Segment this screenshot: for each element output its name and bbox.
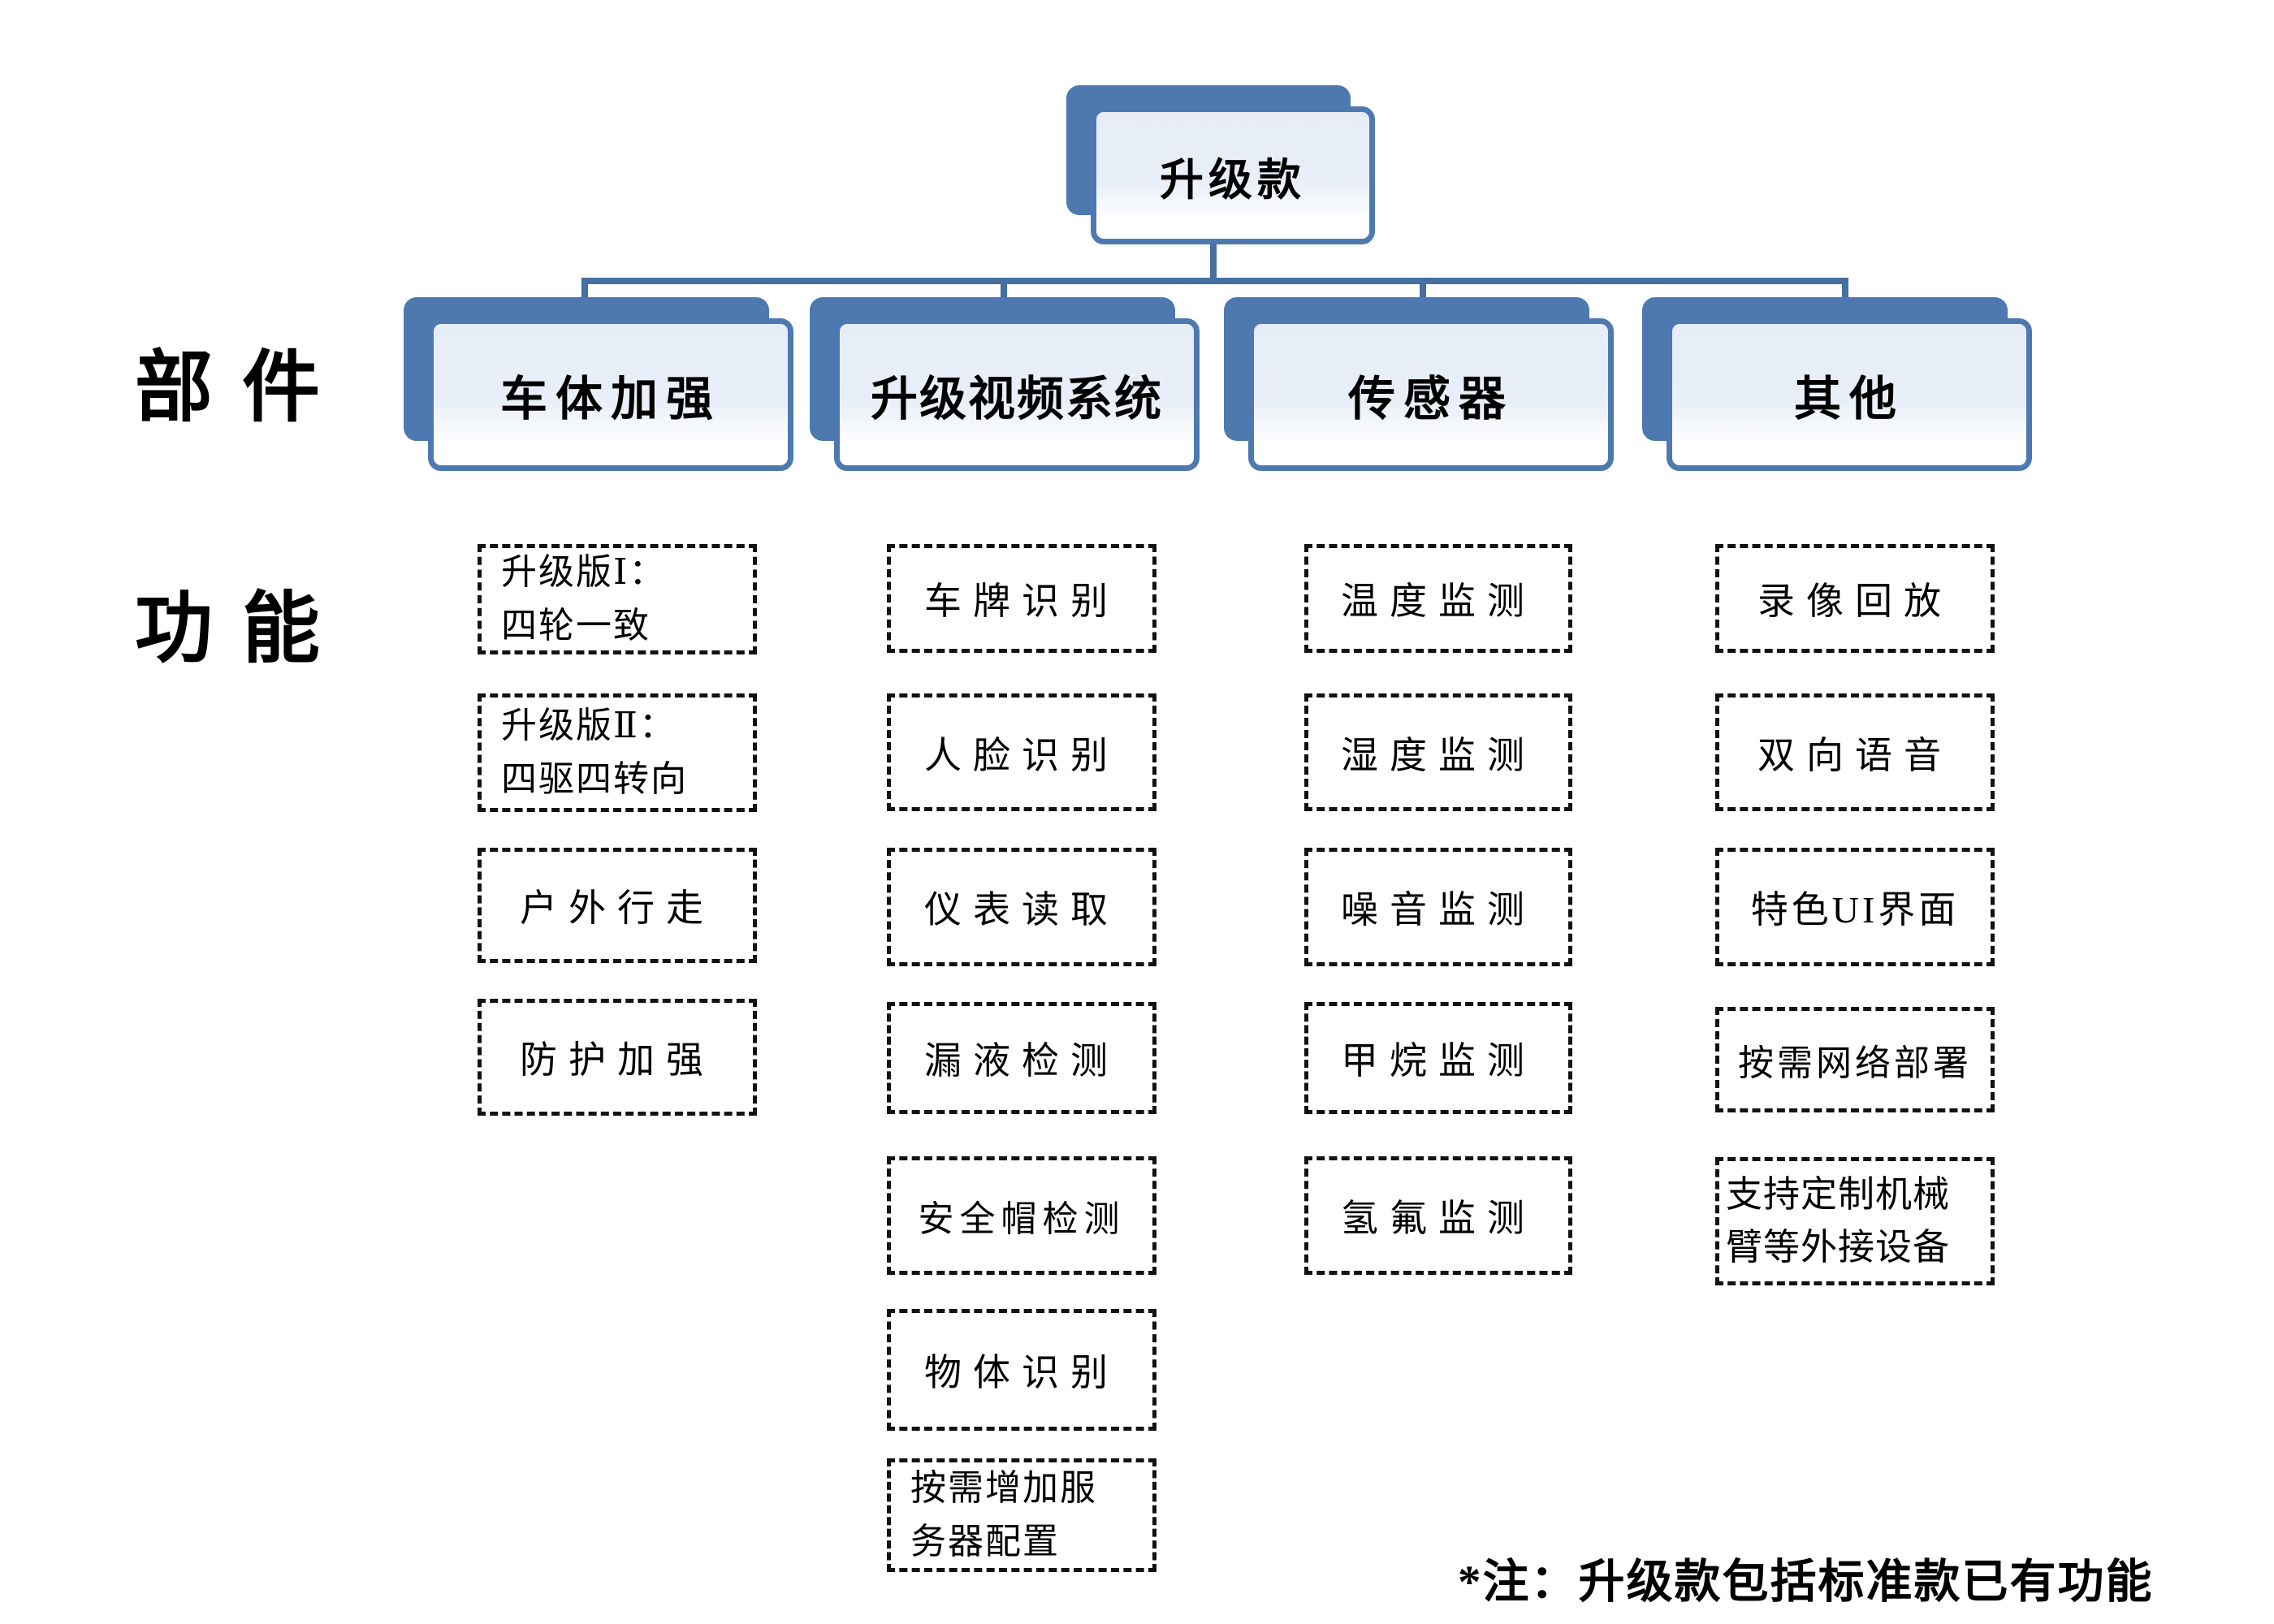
- branch-label: 升级视频系统: [870, 373, 1163, 425]
- footnote: *注：升级款包括标准款已有功能: [1458, 1557, 2154, 1608]
- root-node-face: 升级款: [1091, 106, 1375, 244]
- feature-box: 湿度监测: [1304, 693, 1572, 811]
- connector-horizontal: [581, 278, 1848, 284]
- branch-label: 传感器: [1347, 373, 1514, 425]
- connector-root-stub: [1210, 240, 1217, 283]
- feature-box: 物体识别: [887, 1309, 1156, 1431]
- feature-box: 支持定制机械 臂等外接设备: [1715, 1157, 1995, 1285]
- feature-box: 车牌识别: [887, 544, 1156, 653]
- feature-box: 特色UI界面: [1715, 848, 1995, 966]
- feature-box: 户外行走: [478, 848, 757, 963]
- feature-box: 按需增加服 务器配置: [887, 1458, 1156, 1572]
- feature-box: 甲烷监测: [1304, 1002, 1572, 1114]
- feature-box: 氢氟监测: [1304, 1156, 1572, 1275]
- feature-box: 录像回放: [1715, 544, 1995, 653]
- branch-node-video-system: 升级视频系统: [810, 297, 1200, 471]
- feature-box: 温度监测: [1304, 544, 1572, 653]
- feature-box: 升级版Ⅰ： 四轮一致: [478, 544, 757, 654]
- feature-box: 按需网络部署: [1715, 1007, 1995, 1112]
- feature-box: 升级版Ⅱ： 四驱四转向: [478, 693, 757, 812]
- branch-label: 车体加强: [499, 373, 721, 425]
- root-label: 升级款: [1160, 155, 1306, 205]
- branch-label: 其他: [1793, 373, 1904, 425]
- branch-node-face: 传感器: [1248, 318, 1614, 471]
- feature-box: 防护加强: [478, 999, 757, 1116]
- row-label-functions: 功能: [135, 585, 349, 672]
- branch-node-sensors: 传感器: [1224, 297, 1614, 471]
- root-node: 升级款: [1066, 85, 1375, 244]
- branch-node-face: 其他: [1667, 318, 2032, 471]
- row-label-components: 部件: [135, 343, 349, 431]
- feature-box: 仪表读取: [887, 848, 1156, 966]
- branch-node-others: 其他: [1642, 297, 2032, 471]
- feature-box: 安全帽检测: [887, 1156, 1156, 1275]
- branch-node-face: 车体加强: [428, 318, 793, 471]
- feature-box: 人脸识别: [887, 693, 1156, 811]
- feature-box: 噪音监测: [1304, 848, 1572, 966]
- branch-node-body-reinforcement: 车体加强: [404, 297, 793, 471]
- feature-box: 双向语音: [1715, 693, 1995, 811]
- branch-node-face: 升级视频系统: [834, 318, 1200, 471]
- feature-box: 漏液检测: [887, 1002, 1156, 1114]
